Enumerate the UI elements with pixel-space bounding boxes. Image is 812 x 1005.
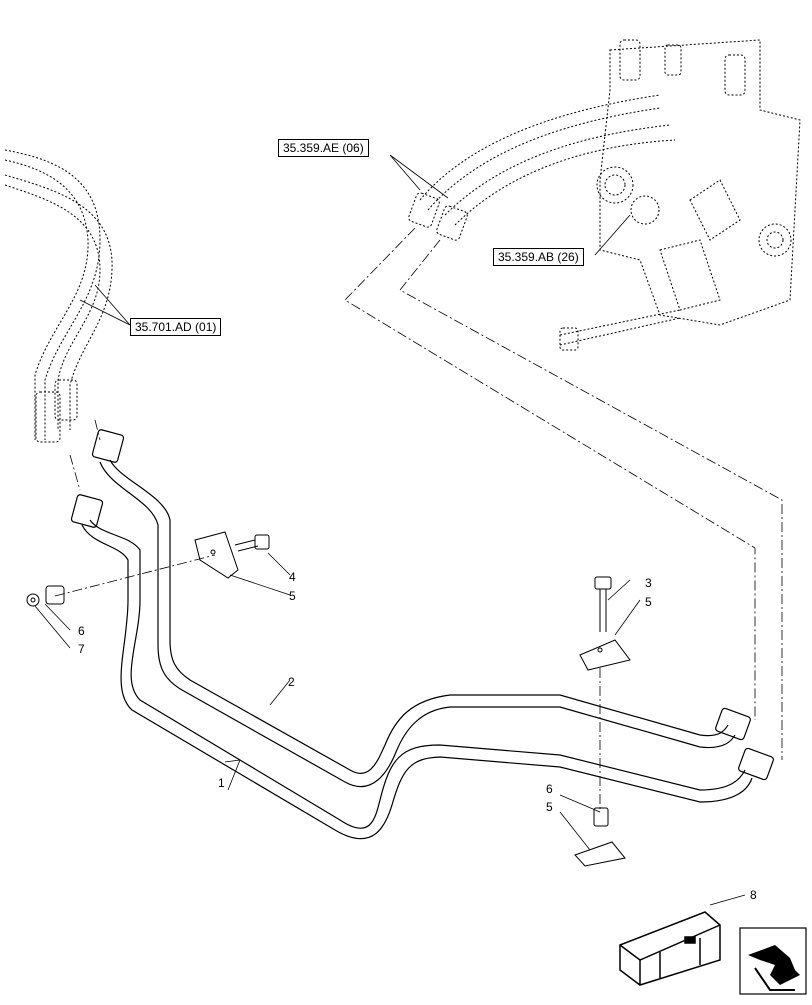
callout-5-lower: 5 bbox=[546, 800, 553, 814]
callout-5-left: 5 bbox=[289, 589, 296, 603]
hydraulic-pipe-1 bbox=[70, 494, 774, 840]
callout-2: 2 bbox=[288, 675, 295, 689]
crate-icon bbox=[619, 911, 721, 986]
connector-lines bbox=[54, 227, 783, 810]
hydraulic-pipe-2 bbox=[91, 429, 751, 788]
clamp-left bbox=[194, 531, 270, 579]
callout-8: 8 bbox=[750, 888, 757, 902]
rear-hoses-dotted bbox=[4, 149, 113, 443]
clamp-lower bbox=[574, 807, 626, 867]
ref-control-valve[interactable]: 35.359.AB (26) bbox=[493, 248, 584, 266]
callout-6-lower: 6 bbox=[546, 782, 553, 796]
clamp-right bbox=[579, 576, 631, 671]
callout-1: 1 bbox=[218, 776, 225, 790]
callout-6-left: 6 bbox=[78, 624, 85, 638]
ref-valve-hoses[interactable]: 35.359.AE (06) bbox=[278, 139, 369, 157]
valve-hoses-dotted bbox=[408, 94, 676, 241]
control-valve bbox=[559, 39, 801, 351]
ref-rear-hoses[interactable]: 35.701.AD (01) bbox=[130, 318, 222, 336]
callout-4: 4 bbox=[289, 570, 296, 584]
callout-7: 7 bbox=[78, 642, 85, 656]
leader-lines bbox=[34, 154, 746, 906]
callout-5-right: 5 bbox=[645, 595, 652, 609]
callout-3: 3 bbox=[645, 576, 652, 590]
nut-items bbox=[26, 585, 65, 607]
return-arrow-icon[interactable] bbox=[739, 927, 807, 995]
